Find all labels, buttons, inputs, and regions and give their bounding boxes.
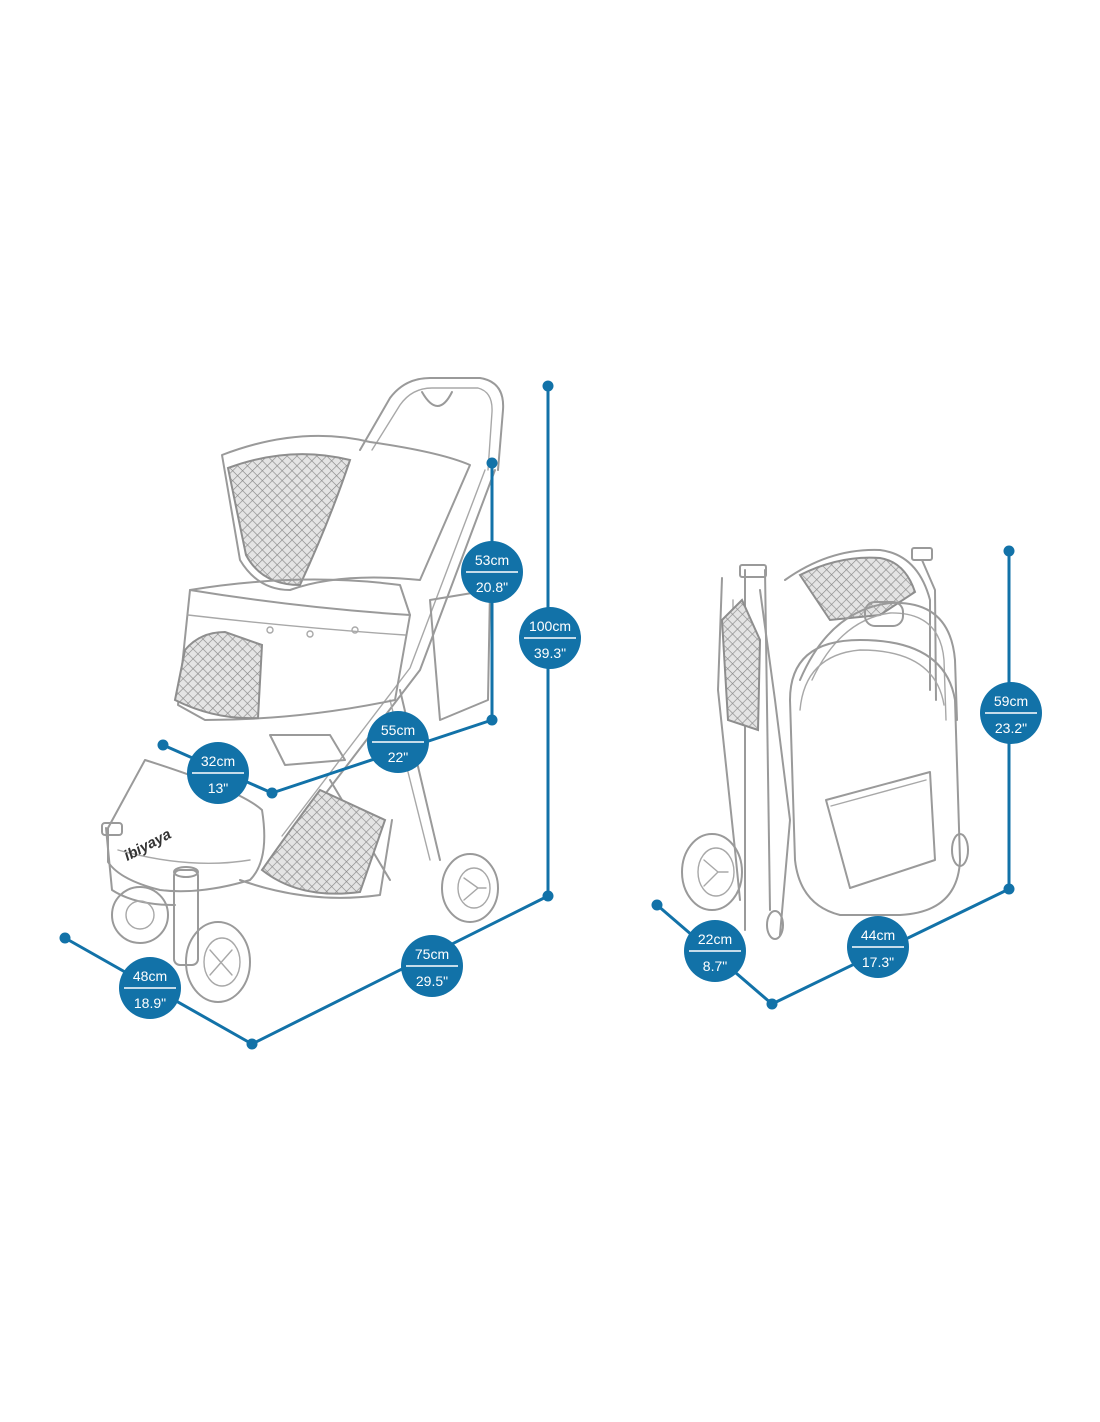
folded-canopy-mesh: [798, 556, 917, 622]
badge-seat-width: 32cm 13": [187, 742, 249, 804]
badge-metric: 75cm: [415, 946, 449, 962]
badge-metric: 32cm: [201, 753, 235, 769]
dimension-badges: 100cm 39.3" 53cm 20.8" 55cm 22" 32cm 13": [119, 541, 1042, 1019]
brand-logo: ibiyaya: [121, 826, 174, 865]
lower-basket-mesh: [260, 788, 387, 895]
badge-metric: 44cm: [861, 927, 895, 943]
badge-unfolded-length: 75cm 29.5": [401, 935, 463, 997]
length-dimension-line: [250, 894, 550, 1046]
dimension-endpoint: [651, 899, 663, 911]
canopy-mesh-window: [226, 453, 352, 587]
dimension-endpoint: [1003, 545, 1015, 557]
badge-folded-depth: 22cm 8.7": [684, 920, 746, 982]
folded-side-mesh: [720, 598, 762, 732]
badge-folded-height: 59cm 23.2": [980, 682, 1042, 744]
badge-imperial: 8.7": [703, 958, 727, 974]
dimension-endpoint: [157, 739, 169, 751]
folded-stroller-illustration: [681, 547, 969, 940]
badge-imperial: 23.2": [995, 720, 1027, 736]
badge-imperial: 18.9": [134, 995, 166, 1011]
badge-seat-depth: 55cm 22": [367, 711, 429, 773]
badge-seat-height: 53cm 20.8": [461, 541, 523, 603]
badge-imperial: 39.3": [534, 645, 566, 661]
badge-metric: 55cm: [381, 722, 415, 738]
badge-imperial: 17.3": [862, 954, 894, 970]
badge-metric: 22cm: [698, 931, 732, 947]
badge-metric: 59cm: [994, 693, 1028, 709]
badge-metric: 48cm: [133, 968, 167, 984]
dimension-endpoint: [486, 457, 498, 469]
badge-unfolded-height: 100cm 39.3": [519, 607, 581, 669]
badge-metric: 53cm: [475, 552, 509, 568]
badge-metric: 100cm: [529, 618, 571, 634]
dimension-endpoint: [542, 380, 554, 392]
badge-unfolded-width: 48cm 18.9": [119, 957, 181, 1019]
badge-imperial: 13": [208, 780, 229, 796]
unfolded-stroller-illustration: ibiyaya: [101, 377, 505, 1003]
carrier-side-mesh: [173, 630, 264, 720]
badge-imperial: 29.5": [416, 973, 448, 989]
dimension-endpoint: [59, 932, 71, 944]
badge-imperial: 20.8": [476, 579, 508, 595]
badge-folded-width: 44cm 17.3": [847, 916, 909, 978]
badge-imperial: 22": [388, 749, 409, 765]
